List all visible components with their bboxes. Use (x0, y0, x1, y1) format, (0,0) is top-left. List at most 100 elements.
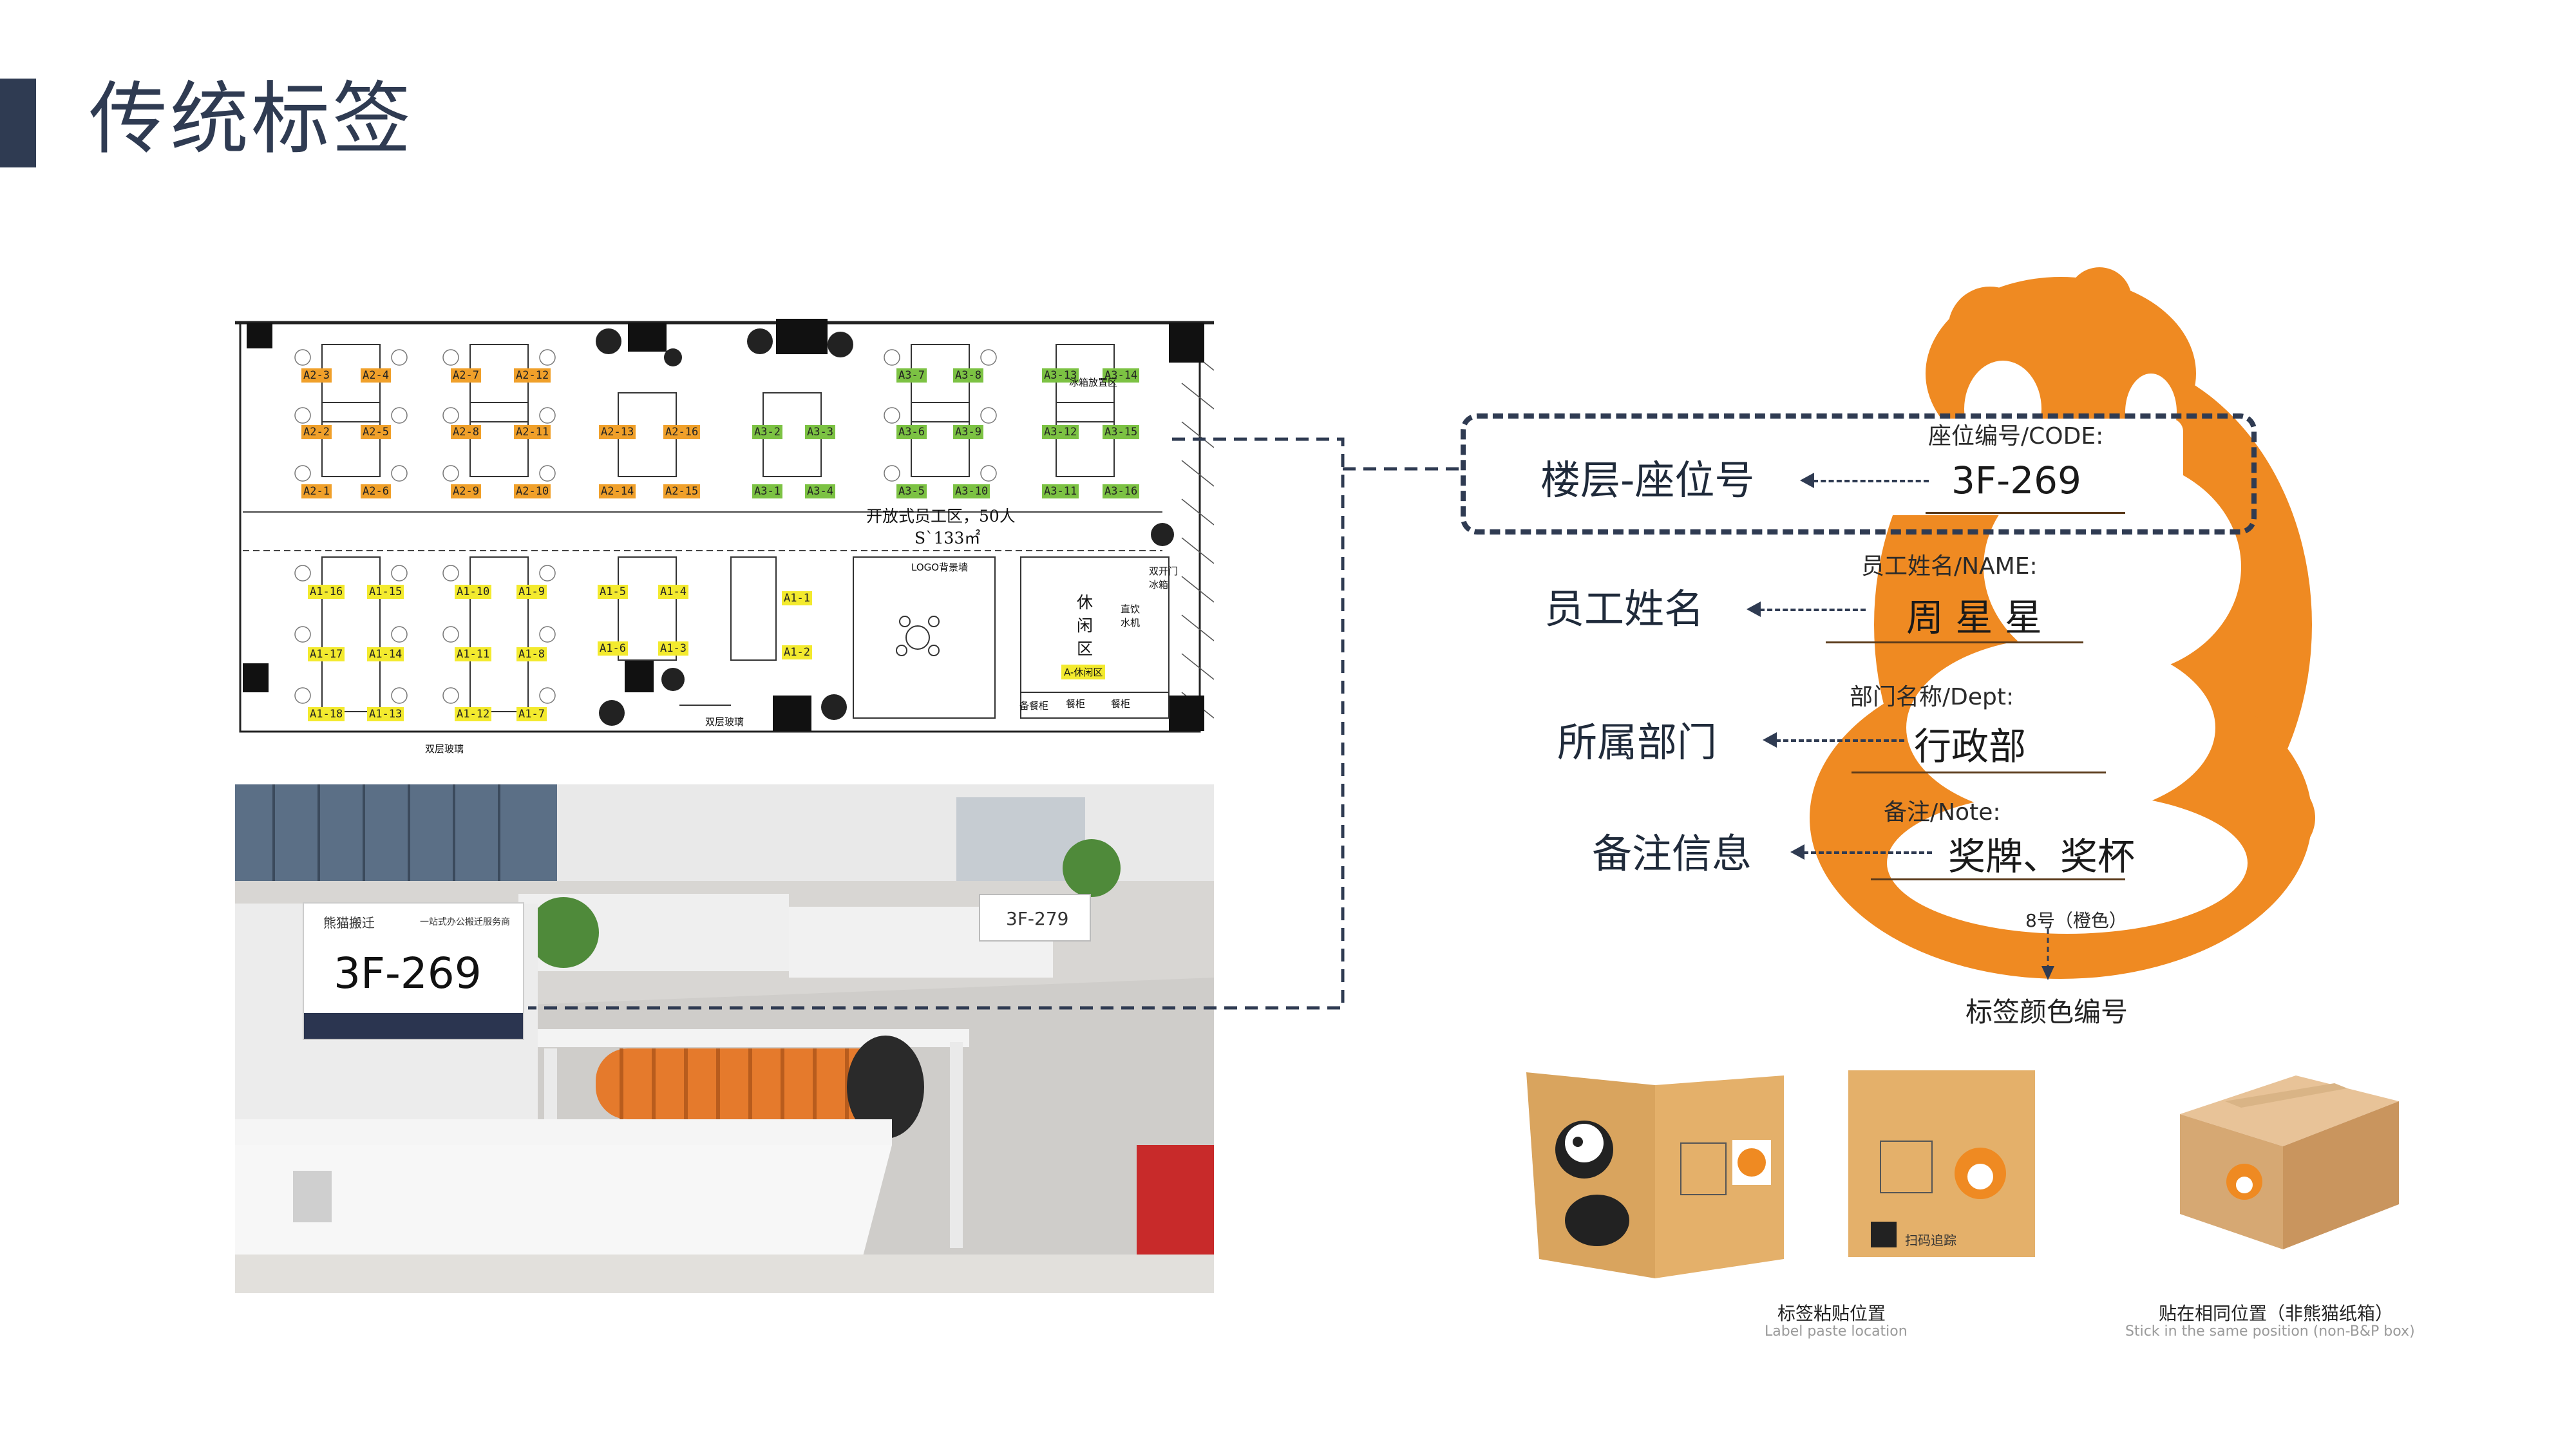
rest-area-tag: A-休闲区 (1061, 665, 1106, 679)
seat-label: A1-8 (516, 647, 547, 661)
box-scan-text: 扫码追踪 (1905, 1233, 1956, 1248)
seat-label: A1-17 (308, 647, 345, 661)
fridge-label: 双开门 冰箱 (1149, 565, 1179, 591)
seat-label: A2-2 (301, 425, 332, 439)
seat-label: A2-10 (514, 484, 551, 498)
callout-department: 所属部门 (1557, 719, 1718, 766)
plain-box (2180, 1075, 2399, 1249)
box2-caption-cn: 贴在相同位置（非熊猫纸箱） (2159, 1303, 2394, 1324)
seat-label: A3-15 (1103, 425, 1140, 439)
seat-label: A1-10 (455, 585, 492, 599)
seat-label: A2-14 (599, 484, 636, 498)
photo-seat-tag: 熊猫搬迁 一站式办公搬迁服务商 3F-269 (303, 902, 524, 1040)
arrow-head-dept (1763, 732, 1777, 748)
code-label: 座位编号/CODE: (1928, 423, 2104, 450)
water-label: 直饮 水机 (1121, 603, 1141, 629)
box-caption-en: Label paste location (1765, 1323, 1908, 1340)
color-arrow-icon (2041, 929, 2054, 980)
arrow-head-note (1790, 844, 1804, 860)
seat-label: A1-11 (455, 647, 492, 661)
seat-label: A3-1 (752, 484, 782, 498)
dept-value: 行政部 (1914, 724, 2027, 768)
dept-underline (1852, 772, 2106, 773)
seat-label: A2-1 (301, 484, 332, 498)
seat-label: A3-3 (805, 425, 835, 439)
glass-label-1: 双层玻璃 (425, 743, 464, 755)
note-underline (1871, 878, 2125, 880)
photo-back-tag-code: 3F-279 (1006, 908, 1069, 929)
seat-label: A3-7 (896, 368, 927, 383)
seat-label: A2-5 (361, 425, 391, 439)
note-value: 奖牌、奖杯 (1948, 835, 2136, 878)
name-underline (1826, 641, 2083, 643)
seat-label: A2-9 (451, 484, 481, 498)
seat-label: A1-1 (782, 591, 812, 605)
callout-employee-name: 员工姓名 (1544, 585, 1705, 632)
seat-label: A2-8 (451, 425, 481, 439)
seat-label: A1-7 (516, 707, 547, 721)
cabinet-label-3: 餐柜 (1111, 698, 1131, 710)
seat-label: A3-12 (1042, 425, 1079, 439)
arrow-line-name (1759, 609, 1866, 611)
seat-label: A1-6 (598, 641, 628, 656)
color-caption: 标签颜色编号 (1965, 996, 2128, 1028)
glass-label-2: 双层玻璃 (705, 716, 744, 728)
seat-label: A2-11 (514, 425, 551, 439)
seat-label: A1-3 (658, 641, 688, 656)
floor-plan (235, 319, 1214, 750)
seat-label: A3-10 (953, 484, 990, 498)
seat-label: A3-16 (1103, 484, 1140, 498)
callout-remarks: 备注信息 (1592, 830, 1752, 877)
title-accent-bar (0, 79, 36, 167)
seat-label: A2-13 (599, 425, 636, 439)
name-label: 员工姓名/NAME: (1861, 553, 2038, 580)
photo-tag-brand: 熊猫搬迁 (323, 915, 375, 931)
seat-label: A3-2 (752, 425, 782, 439)
fridge-area-label: 冰箱放置区 (1069, 377, 1118, 388)
office-photo: 熊猫搬迁 一站式办公搬迁服务商 3F-269 3F-279 (235, 784, 1214, 1293)
seat-label: A3-5 (896, 484, 927, 498)
open-area-title: 开放式员工区，50人 (866, 507, 1016, 526)
page-title: 传统标签 (89, 73, 413, 165)
arrow-line-code (1813, 480, 1929, 482)
color-number: 8号（橙色） (2025, 910, 2127, 931)
seat-label: A2-7 (451, 368, 481, 383)
seat-label: A2-3 (301, 368, 332, 383)
seat-label: A3-9 (953, 425, 983, 439)
code-underline (1926, 512, 2125, 514)
name-value: 周 星 星 (1906, 596, 2042, 639)
callout-floor-seat: 楼层-座位号 (1540, 457, 1755, 504)
cabinet-label-1: 备餐柜 (1019, 700, 1049, 712)
photo-tag-code: 3F-269 (334, 949, 482, 998)
seat-label: A2-4 (361, 368, 391, 383)
seat-label: A1-13 (367, 707, 404, 721)
seat-label: A3-14 (1103, 368, 1140, 383)
box-caption-cn: 标签粘贴位置 (1777, 1303, 1886, 1324)
seat-label: A2-15 (663, 484, 701, 498)
floor-plan-drawing (235, 319, 1214, 733)
code-value: 3F-269 (1951, 459, 2081, 502)
seat-label: A3-8 (953, 368, 983, 383)
seat-label: A3-4 (805, 484, 835, 498)
seat-label: A1-18 (308, 707, 345, 721)
photo-back-tag: 3F-279 (979, 894, 1091, 942)
seat-label: A3-13 (1042, 368, 1079, 383)
panda-box-angled (1526, 1072, 1784, 1278)
dept-label: 部门名称/Dept: (1850, 684, 2014, 710)
seat-label: A1-15 (367, 585, 404, 599)
arrow-line-note (1803, 851, 1932, 854)
seat-label: A3-11 (1042, 484, 1079, 498)
seat-label: A3-6 (896, 425, 927, 439)
seat-label: A1-16 (308, 585, 345, 599)
open-area-size: S`133㎡ (914, 529, 981, 547)
note-label: 备注/Note: (1884, 799, 2001, 826)
seat-label: A1-4 (658, 585, 688, 599)
seat-label: A1-5 (598, 585, 628, 599)
arrow-head-name (1747, 601, 1761, 617)
arrow-head-code (1800, 473, 1814, 488)
cabinet-label-2: 餐柜 (1066, 698, 1086, 710)
logo-wall-label: LOGO背景墙 (911, 562, 969, 573)
office-photo-illustration (235, 784, 1214, 1293)
seat-label: A1-9 (516, 585, 547, 599)
